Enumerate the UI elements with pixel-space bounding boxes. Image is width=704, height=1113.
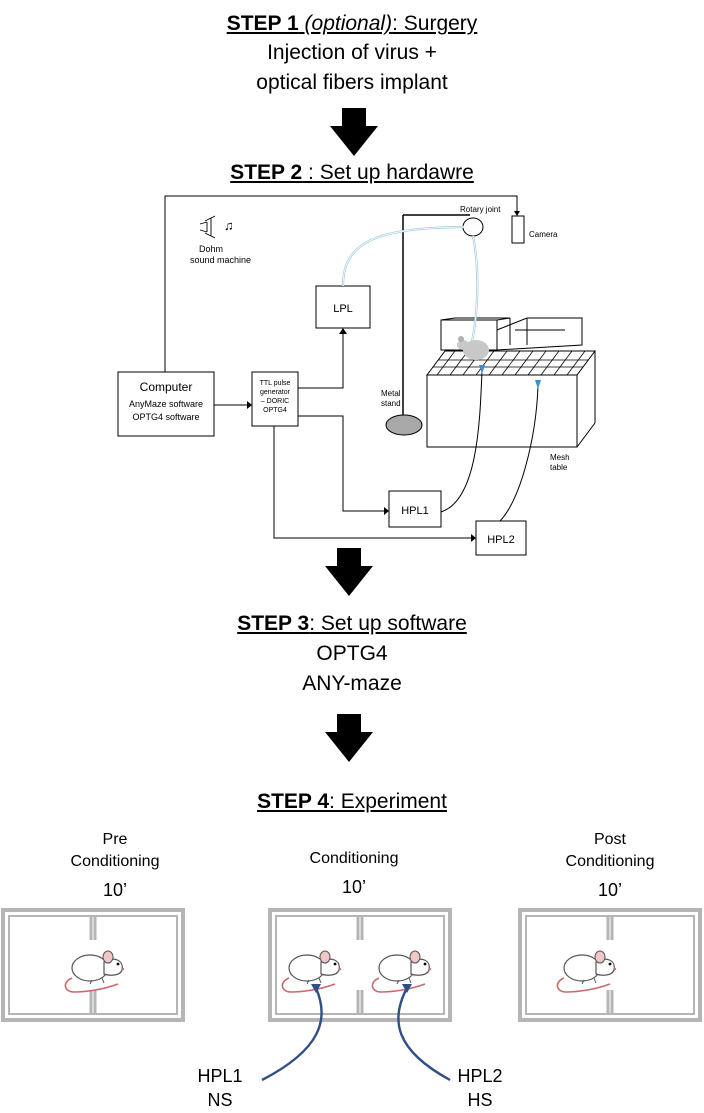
step2-name: : Set up hardawre	[302, 161, 474, 184]
camera-box	[511, 215, 525, 244]
hpl2-name: HPL2	[457, 1066, 503, 1086]
hpl1-box	[388, 490, 442, 528]
stage-pre-line2: Conditioning	[70, 853, 160, 870]
computer-camera-wire	[164, 195, 518, 372]
ttl-label-1: TTL pulse	[260, 380, 291, 387]
step4-title: STEP 4: Experiment	[0, 790, 704, 814]
step1-line1: Injection of virus +	[267, 41, 437, 64]
hpl1-name: HPL1	[197, 1066, 243, 1086]
stage-post-time: 10’	[597, 880, 623, 900]
ttl-generator-box	[251, 371, 299, 427]
mouse-icon	[457, 336, 489, 360]
optg4-software-label: OPTG4 software	[132, 412, 199, 422]
metal-stand-label-1: Metal	[381, 389, 401, 398]
sound-machine-label-2: sound machine	[190, 255, 251, 265]
lpl-box	[315, 285, 371, 329]
sound-machine-icon	[199, 215, 216, 239]
wire-arrowhead	[514, 211, 520, 216]
mesh-table	[426, 317, 596, 448]
down-arrow-icon	[325, 714, 373, 762]
hpl1-stimulus-label: HPL1 NS	[190, 1064, 250, 1112]
mesh-table-label-1: Mesh	[550, 453, 570, 462]
camera-label: Camera	[529, 230, 558, 239]
fiber-to-hpl2	[499, 385, 539, 522]
step3-line2: ANY-maze	[302, 672, 402, 695]
computer-label: Computer	[140, 380, 193, 394]
sound-machine-label-1: Dohm	[199, 244, 223, 254]
step1-title: STEP 1 (optional): Surgery	[0, 12, 704, 36]
hpl2-stimulus-label: HPL2 HS	[450, 1064, 510, 1112]
lpl-label: LPL	[333, 303, 353, 315]
stage-pre-label: Pre Conditioning 10’	[50, 829, 180, 901]
stage-post-line2: Conditioning	[565, 853, 655, 870]
stage-cond-time: 10’	[341, 877, 367, 897]
step1-optional: (optional)	[304, 12, 393, 35]
ttl-label-2: generator	[260, 389, 291, 396]
hardware-diagram: ♫ Dohm sound machine Rotary joint Camera…	[117, 195, 596, 556]
fiber-hpl2	[397, 987, 451, 1082]
step1-line2: optical fibers implant	[256, 71, 448, 94]
step3-name: : Set up software	[309, 612, 467, 635]
hpl2-label: HPL2	[487, 534, 515, 546]
conditioning-box	[268, 908, 452, 1022]
anymaze-software-label: AnyMaze software	[129, 399, 203, 409]
stage-pre-line1: Pre	[102, 831, 128, 848]
step4-number: STEP 4	[257, 790, 330, 813]
mesh-table-label-2: table	[550, 463, 568, 472]
step4-name: : Experiment	[329, 790, 447, 813]
hpl2-stim: HS	[467, 1090, 493, 1110]
step2-title: STEP 2 : Set up hardawre	[0, 161, 704, 185]
stage-pre-time: 10’	[102, 880, 128, 900]
metal-stand-base	[385, 414, 423, 436]
music-note-icon: ♫	[224, 218, 234, 233]
post-conditioning-box	[518, 908, 702, 1022]
rotary-joint-label: Rotary joint	[460, 205, 501, 214]
down-arrow-icon	[330, 108, 378, 156]
hpl1-label: HPL1	[401, 505, 429, 517]
experiment-diagram	[1, 908, 702, 1082]
stage-post-line1: Post	[593, 831, 626, 848]
pre-conditioning-box	[1, 908, 185, 1022]
metal-stand-label-2: stand	[381, 399, 401, 408]
stage-post-label: Post Conditioning 10’	[545, 829, 675, 901]
fiber-to-hpl1	[440, 369, 483, 513]
step3-title: STEP 3: Set up software	[0, 612, 704, 636]
computer-box	[117, 371, 215, 437]
hpl2-box	[475, 520, 527, 556]
down-arrow-icon	[325, 548, 373, 596]
step2-number: STEP 2	[230, 161, 303, 184]
step1-name: : Surgery	[392, 12, 478, 35]
stage-cond-label: Conditioning 10’	[289, 848, 419, 898]
hpl1-stim: NS	[207, 1090, 233, 1110]
fiber-hpl1	[261, 987, 323, 1082]
step3-line1: OPTG4	[316, 642, 388, 665]
step3-number: STEP 3	[237, 612, 310, 635]
step1-number: STEP 1	[226, 12, 299, 35]
ttl-label-4: OPTG4	[263, 407, 287, 414]
ttl-label-3: – DORIC	[261, 398, 289, 405]
stage-cond-line2: Conditioning	[309, 850, 399, 867]
rotary-joint	[462, 217, 484, 237]
